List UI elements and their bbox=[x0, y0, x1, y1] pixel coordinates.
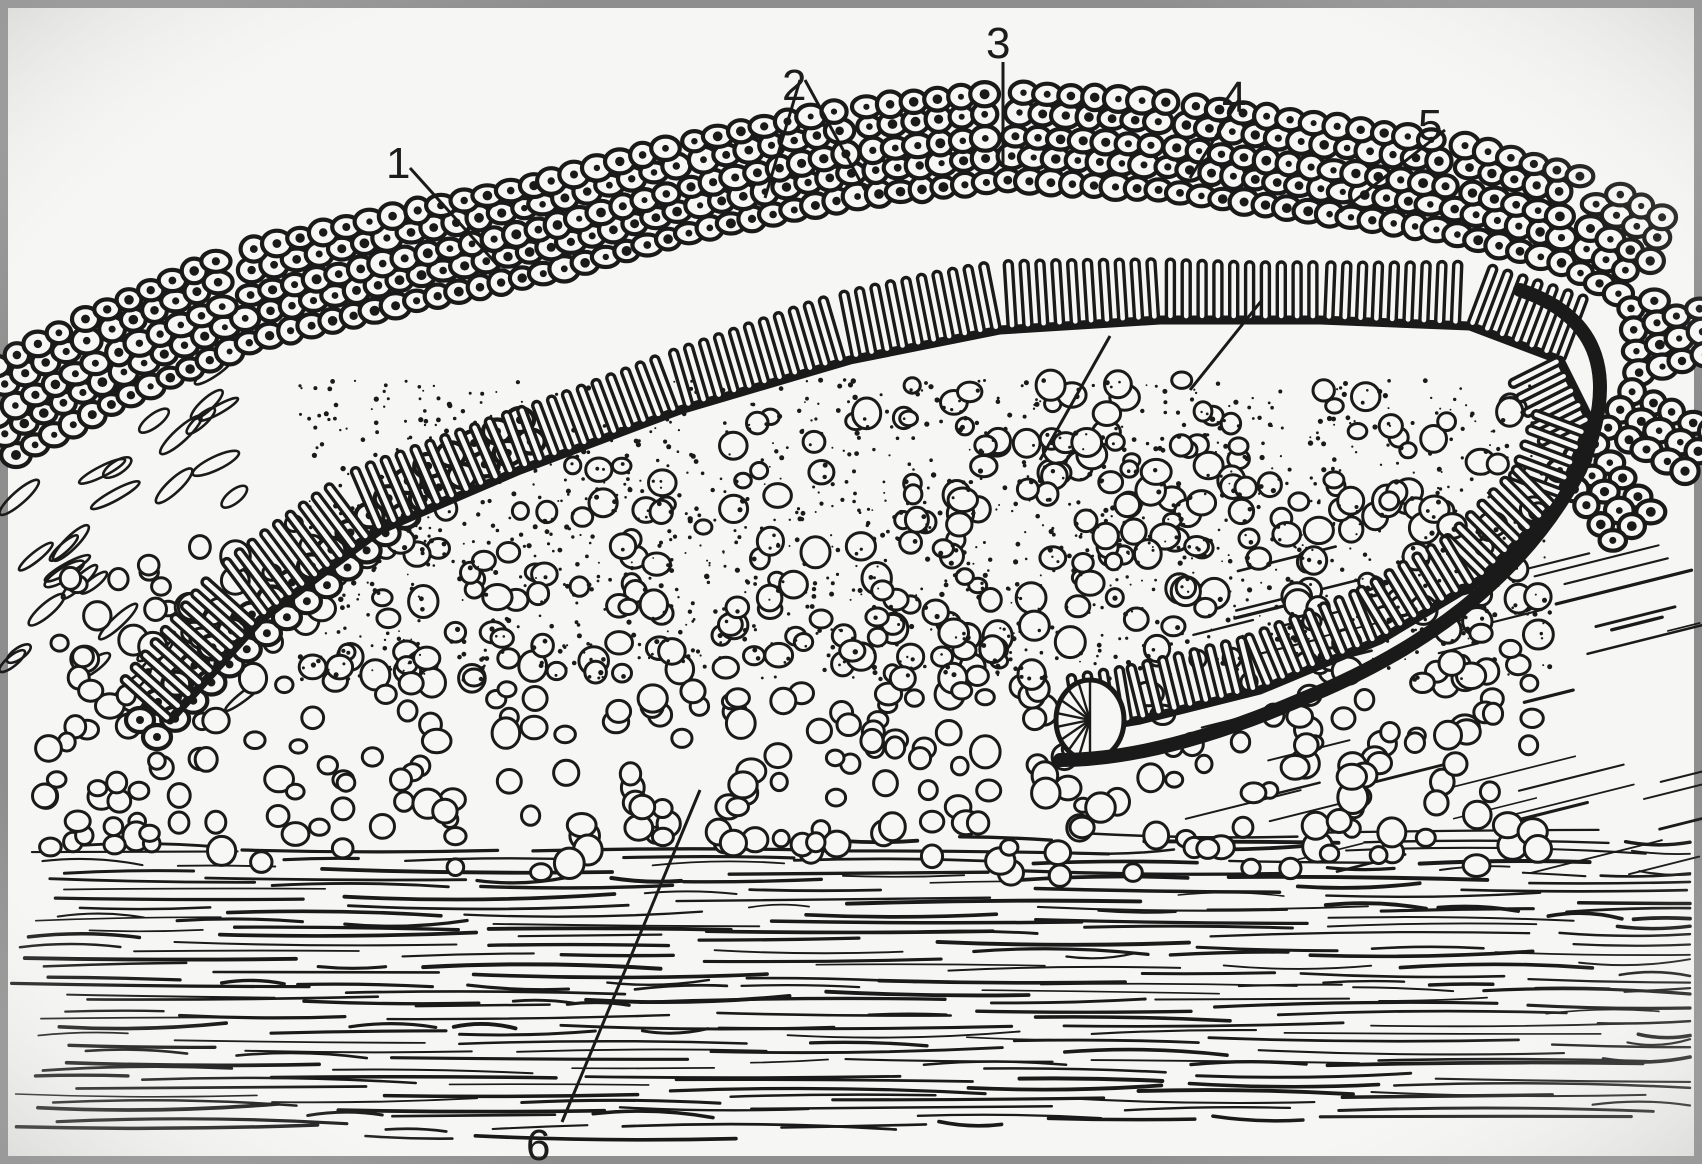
scan-vignette bbox=[0, 0, 1702, 1164]
figure-frame: 1 2 3 4 5 6 bbox=[0, 0, 1702, 1164]
histology-illustration: 1 2 3 4 5 6 bbox=[0, 0, 1702, 1164]
